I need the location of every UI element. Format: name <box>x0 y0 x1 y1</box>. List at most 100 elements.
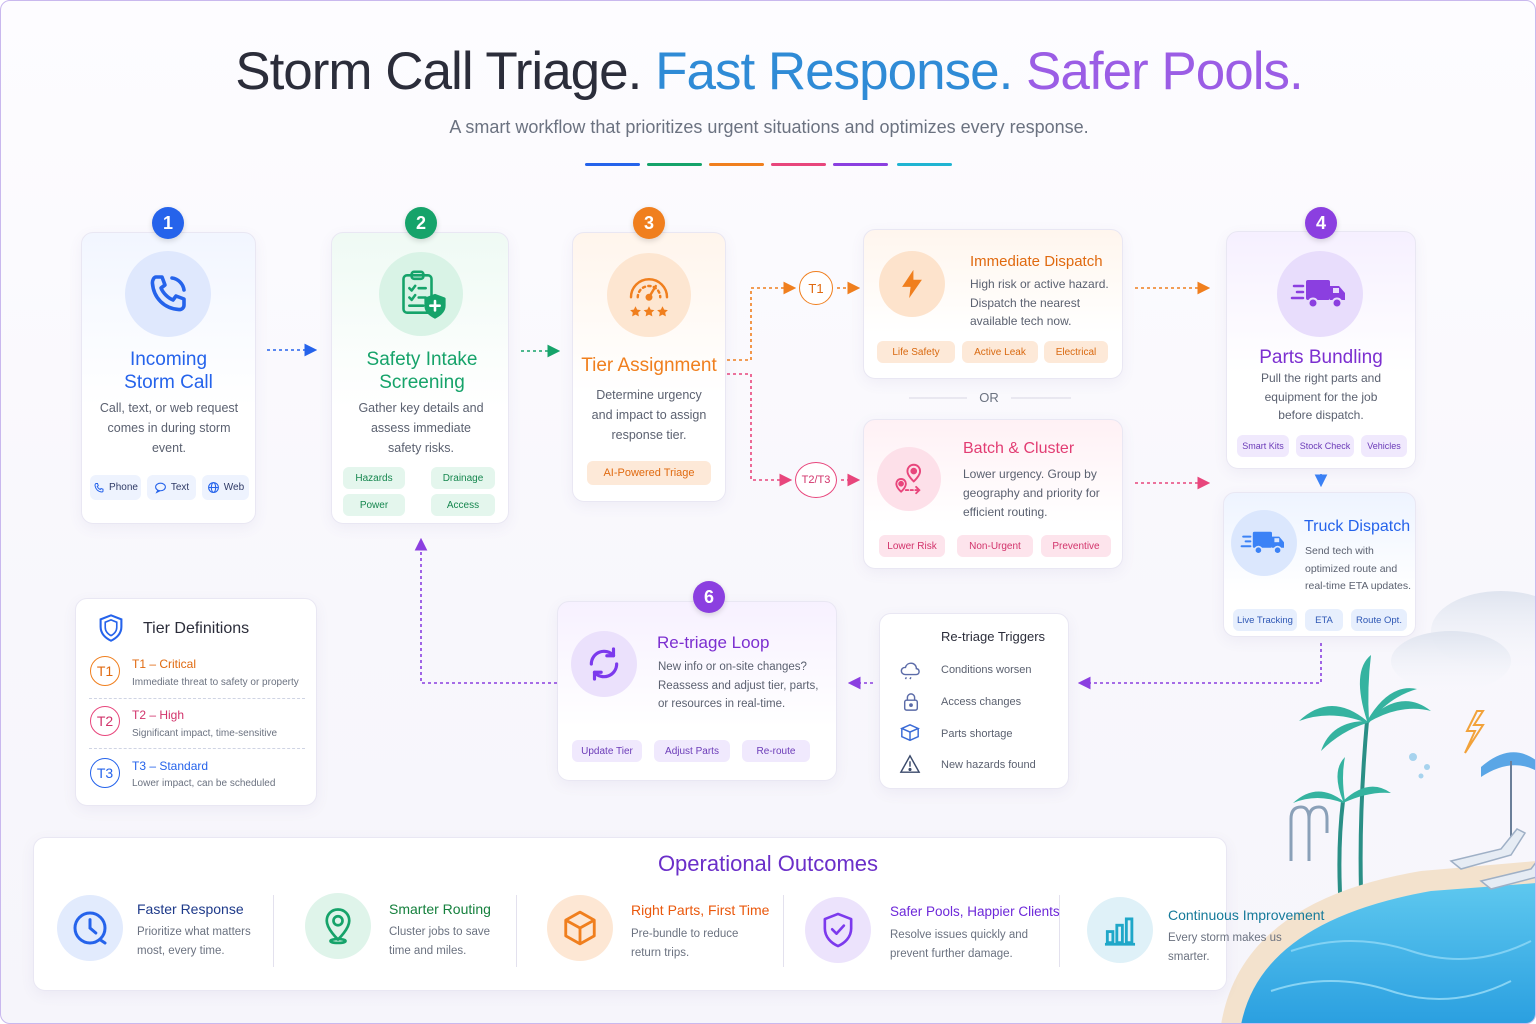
immediate-title: Immediate Dispatch <box>970 253 1103 270</box>
delivery-truck-icon <box>1277 251 1363 337</box>
tier-definitions-title: Tier Definitions <box>143 620 250 637</box>
accent-dash-pink <box>771 163 826 166</box>
outcome-3-title: Right Parts, First Time <box>631 902 770 918</box>
truck-description: Send tech with optimized route and real-… <box>1305 545 1412 592</box>
tag-hazards: Hazards <box>343 467 405 489</box>
intake-title-line-2: Screening <box>379 372 465 393</box>
t3-desc: Lower impact, can be scheduled <box>132 778 276 789</box>
tag-lower-risk: Lower Risk <box>879 535 945 557</box>
tag-eta: ETA <box>1305 609 1343 631</box>
outcome-5-desc-line-1: Every storm makes us <box>1168 932 1282 944</box>
channel-web-label: Web <box>223 482 245 493</box>
outcome-1-title: Faster Response <box>137 901 244 917</box>
intake-title-line-1: Safety Intake <box>366 349 478 370</box>
batch-description: Lower urgency. Group by geography and pr… <box>963 467 1100 519</box>
outcome-2-desc-line-2: time and miles. <box>389 945 467 957</box>
t23-branch-label: T2/T3 <box>795 462 837 498</box>
outcome-4-title: Safer Pools, Happier Clients <box>890 904 1060 919</box>
trigger-conditions-worsen: Conditions worsen <box>941 664 1032 676</box>
phone-icon <box>125 251 211 337</box>
phone-small-icon <box>94 482 104 493</box>
tag-live-tracking: Live Tracking <box>1233 609 1297 631</box>
retriage-triggers-card <box>879 613 1069 789</box>
globe-icon <box>207 482 219 493</box>
tag-adjust-parts: Adjust Parts <box>654 740 730 762</box>
shield-icon <box>99 614 123 642</box>
outcomes-title: Operational Outcomes <box>657 851 879 876</box>
outcome-2-desc: Cluster jobs to save time and miles. <box>389 923 490 961</box>
channel-text: Text <box>147 475 196 500</box>
outcome-1-desc-line-2: most, every time. <box>137 945 225 957</box>
outcome-2-title: Smarter Routing <box>389 901 491 917</box>
step-4-badge: 4 <box>1305 207 1337 239</box>
tier-divider-1 <box>89 698 305 699</box>
channel-phone: Phone <box>90 475 141 500</box>
t3-name: T3 – Standard <box>132 759 209 773</box>
truck-icon <box>1231 510 1297 576</box>
bundling-title: Parts Bundling <box>1259 347 1383 368</box>
outcome-divider-2 <box>516 895 517 967</box>
t2-name: T2 – High <box>132 708 185 722</box>
gauge-stars-icon <box>607 253 691 337</box>
clipboard-shield-icon <box>379 252 463 336</box>
lightning-icon <box>879 251 945 317</box>
incoming-title: Incoming Storm Call <box>81 348 256 394</box>
tag-smart-kits: Smart Kits <box>1237 435 1289 457</box>
shield-check-icon <box>805 897 871 963</box>
title-part-3: Safer Pools. <box>1026 42 1304 101</box>
incoming-title-line-2: Storm Call <box>124 372 213 393</box>
t1-desc: Immediate threat to safety or property <box>132 677 299 688</box>
clock-icon <box>57 895 123 961</box>
tag-stock-check: Stock Check <box>1296 435 1354 457</box>
trigger-access-changes: Access changes <box>941 696 1022 708</box>
tag-power: Power <box>343 494 405 516</box>
tag-drainage: Drainage <box>431 467 495 489</box>
map-pins-icon <box>877 447 941 511</box>
tier-divider-2 <box>89 748 305 749</box>
outcome-5-desc-line-2: smarter. <box>1168 951 1210 963</box>
t1-name: T1 – Critical <box>132 657 197 671</box>
outcome-4-desc-line-1: Resolve issues quickly and <box>890 929 1029 941</box>
page-title: Storm Call Triage. Fast Response. Safer … <box>1 39 1535 105</box>
outcome-4-desc-line-2: prevent further damage. <box>890 948 1013 960</box>
accent-dash-purple <box>833 163 888 166</box>
refresh-icon <box>571 631 637 697</box>
outcome-3-desc-line-2: return trips. <box>631 947 690 959</box>
accent-dash-green <box>647 163 702 166</box>
t3-badge: T3 <box>90 758 120 788</box>
accent-dash-orange <box>709 163 764 166</box>
tag-vehicles: Vehicles <box>1361 435 1407 457</box>
title-part-2: Fast Response. <box>655 42 1013 101</box>
tag-non-urgent: Non-Urgent <box>957 535 1033 557</box>
title-part-1: Storm Call Triage. <box>235 42 642 101</box>
bundling-description: Pull the right parts and equipment for t… <box>1260 371 1382 422</box>
incoming-description: Call, text, or web request comes in duri… <box>99 401 239 455</box>
tag-access: Access <box>431 494 495 516</box>
channel-web: Web <box>202 475 249 500</box>
tag-update-tier: Update Tier <box>572 740 642 762</box>
retriage-title: Re-triage Loop <box>657 633 770 652</box>
outcome-divider-4 <box>1059 895 1060 967</box>
incoming-title-line-1: Incoming <box>129 349 208 370</box>
tag-preventive: Preventive <box>1041 535 1111 557</box>
box-icon <box>900 724 920 742</box>
tag-life-safety: Life Safety <box>877 341 955 363</box>
tag-electrical: Electrical <box>1044 341 1108 363</box>
immediate-description: High risk or active hazard. Dispatch the… <box>970 277 1109 328</box>
accent-dash-teal <box>897 163 952 166</box>
pool-scene-illustration <box>1221 591 1535 1023</box>
step-6-badge: 6 <box>693 581 725 613</box>
channel-phone-label: Phone <box>109 482 138 493</box>
package-icon <box>547 895 613 961</box>
tag-active-leak: Active Leak <box>962 341 1038 363</box>
location-pin-icon <box>305 893 371 959</box>
outcome-2-desc-line-1: Cluster jobs to save <box>389 926 490 938</box>
cloud-icon <box>900 662 920 680</box>
step-2-badge: 2 <box>405 207 437 239</box>
triggers-title: Re-triage Triggers <box>941 629 1046 644</box>
retriage-description: New info or on-site changes? Reassess an… <box>658 661 819 710</box>
tier-description: Determine urgency and impact to assign r… <box>591 388 707 442</box>
